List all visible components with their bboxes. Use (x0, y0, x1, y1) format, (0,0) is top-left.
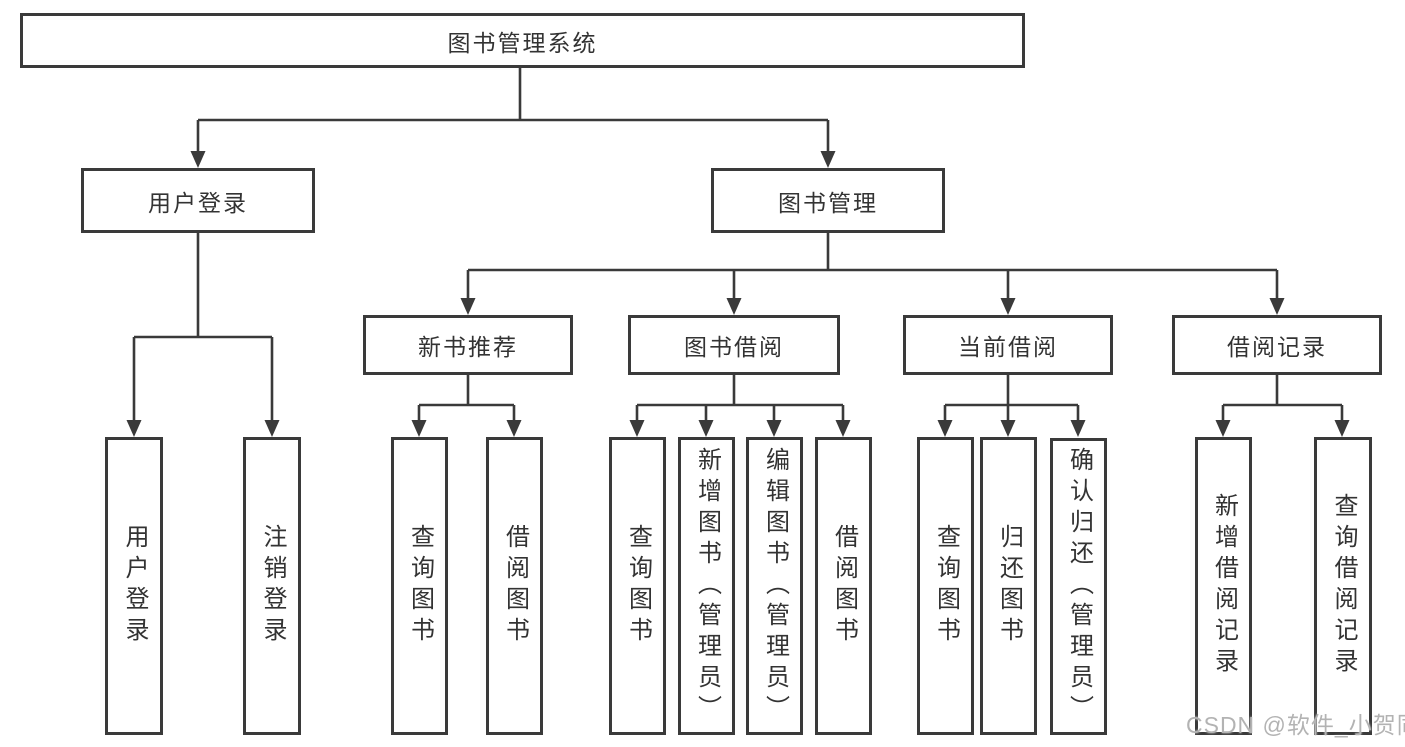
node-label: 确认归还（管理员） (1065, 447, 1093, 726)
node-query-books-borrowing: 查询图书 (609, 437, 666, 735)
arrow-down-icon (937, 420, 953, 437)
node-add-borrowing-record: 新增借阅记录 (1195, 437, 1252, 735)
node-label: 用户登录 (148, 189, 248, 216)
node-label: 编辑图书（管理员） (761, 446, 789, 726)
arrow-down-icon (1070, 420, 1086, 437)
arrow-down-icon (1269, 298, 1285, 315)
arrow-down-icon (698, 420, 714, 437)
node-user-login-leaf: 用户登录 (105, 437, 163, 735)
node-edit-books-admin: 编辑图书（管理员） (746, 437, 803, 735)
connector-new-book-children (417, 375, 516, 421)
arrow-down-icon (264, 420, 280, 437)
node-label: 用户登录 (121, 524, 148, 648)
arrow-down-icon (820, 151, 836, 168)
node-label: 当前借阅 (958, 334, 1058, 360)
connector-root-to-level2 (196, 68, 830, 152)
connector-book-mgmt-children (466, 233, 1279, 299)
node-current-borrowing: 当前借阅 (903, 315, 1113, 375)
csdn-watermark: CSDN @软件_小贺同学 (1186, 712, 1405, 738)
node-label: 新书推荐 (418, 334, 518, 360)
arrow-down-icon (1000, 420, 1016, 437)
node-label: 借阅图书 (501, 524, 529, 648)
node-query-books-newbook: 查询图书 (391, 437, 448, 735)
node-book-borrowing: 图书借阅 (628, 315, 840, 375)
node-add-books-admin: 新增图书（管理员） (678, 437, 735, 735)
connector-book-borrow-children (635, 375, 845, 421)
arrow-down-icon (460, 298, 476, 315)
node-new-book-recommendation: 新书推荐 (363, 315, 573, 375)
node-label: 查询图书 (932, 524, 960, 648)
node-label: 新增借阅记录 (1210, 493, 1238, 679)
node-borrow-books-newbook: 借阅图书 (486, 437, 543, 735)
node-borrow-books-borrowing: 借阅图书 (815, 437, 872, 735)
arrow-down-icon (126, 420, 142, 437)
node-label: 归还图书 (995, 524, 1023, 648)
node-user-login: 用户登录 (81, 168, 315, 233)
arrow-down-icon (190, 151, 206, 168)
node-label: 图书管理系统 (447, 29, 598, 56)
node-label: 查询图书 (406, 524, 434, 648)
node-query-borrowing-record: 查询借阅记录 (1314, 437, 1372, 735)
arrow-down-icon (726, 298, 742, 315)
arrow-down-icon (411, 420, 427, 437)
arrow-down-icon (1000, 298, 1016, 315)
node-confirm-return-admin: 确认归还（管理员） (1050, 438, 1107, 735)
node-library-management-system: 图书管理系统 (20, 13, 1025, 68)
arrow-down-icon (629, 420, 645, 437)
node-label: 借阅记录 (1227, 334, 1327, 360)
node-book-management: 图书管理 (711, 168, 945, 233)
node-label: 图书借阅 (684, 334, 784, 360)
node-label: 新增图书（管理员） (693, 446, 721, 726)
node-return-books: 归还图书 (980, 437, 1037, 735)
arrow-down-icon (766, 420, 782, 437)
node-query-books-current: 查询图书 (917, 437, 974, 735)
connector-user-login-children (132, 233, 274, 421)
node-label: 图书管理 (778, 189, 878, 216)
arrow-down-icon (506, 420, 522, 437)
node-label: 查询图书 (624, 524, 652, 648)
connector-current-borrow-children (943, 375, 1080, 421)
node-borrowing-records: 借阅记录 (1172, 315, 1382, 375)
node-label: 查询借阅记录 (1330, 493, 1357, 679)
connector-borrow-record-children (1221, 375, 1344, 421)
arrow-down-icon (1334, 420, 1350, 437)
node-label: 借阅图书 (830, 524, 858, 648)
arrow-down-icon (1215, 420, 1231, 437)
arrowheads (126, 151, 1350, 437)
arrow-down-icon (835, 420, 851, 437)
node-label: 注销登录 (259, 524, 286, 648)
node-logout-leaf: 注销登录 (243, 437, 301, 735)
